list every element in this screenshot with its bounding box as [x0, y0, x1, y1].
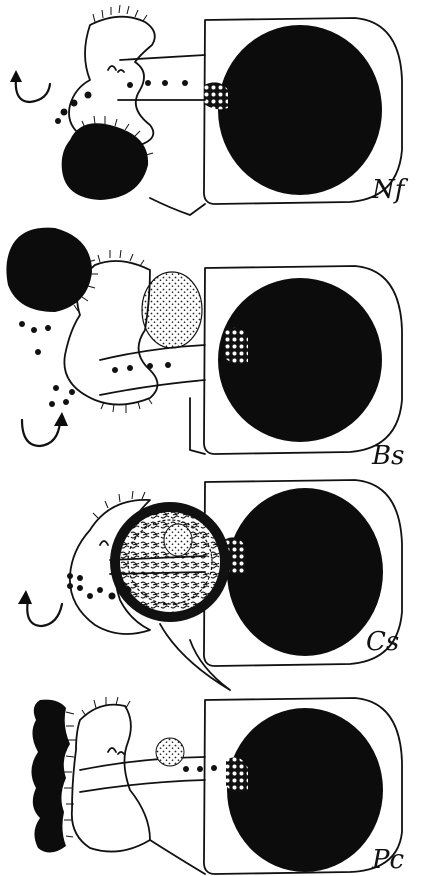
stalk-dots [112, 362, 171, 373]
zooid-body [72, 705, 150, 852]
black-bulb [6, 228, 92, 312]
rotation-arrowhead [18, 590, 32, 604]
stalk-dots [55, 80, 188, 124]
stalk-tube [118, 55, 205, 100]
lower-lip [190, 398, 205, 454]
scattered-specks [19, 321, 75, 407]
honeycomb-junction [204, 82, 228, 109]
lower-lip [150, 198, 205, 215]
panel-label: Pc [371, 845, 404, 875]
mouth-mark [108, 748, 124, 754]
lower-lip [160, 624, 230, 690]
black-bulb [62, 123, 148, 200]
black-colony [31, 700, 70, 853]
mouth-mark [100, 541, 108, 545]
stalk-dots [183, 765, 217, 772]
lower-lip [150, 840, 205, 874]
stippled-body [164, 524, 192, 556]
central-mass [227, 708, 383, 872]
panel-nf: Nf [10, 5, 409, 215]
panel-cs: Cs [18, 480, 402, 690]
honeycomb-junction [225, 327, 248, 364]
rotation-arrow [27, 600, 62, 626]
stippled-body [142, 272, 202, 348]
rotation-arrow [22, 420, 60, 446]
rotation-arrowhead [54, 412, 68, 426]
stippled-body [156, 738, 184, 766]
panel-label: Nf [371, 175, 409, 205]
mouth-mark [108, 66, 124, 72]
panel-bs: Bs [6, 228, 404, 471]
panel-label: Cs [366, 627, 399, 657]
stalk-tube [80, 757, 205, 792]
central-mass [218, 25, 382, 195]
panel-pc: Pc [31, 697, 404, 875]
rotation-arrowhead [10, 70, 22, 82]
panel-label: Bs [371, 441, 404, 471]
central-mass [227, 488, 383, 656]
